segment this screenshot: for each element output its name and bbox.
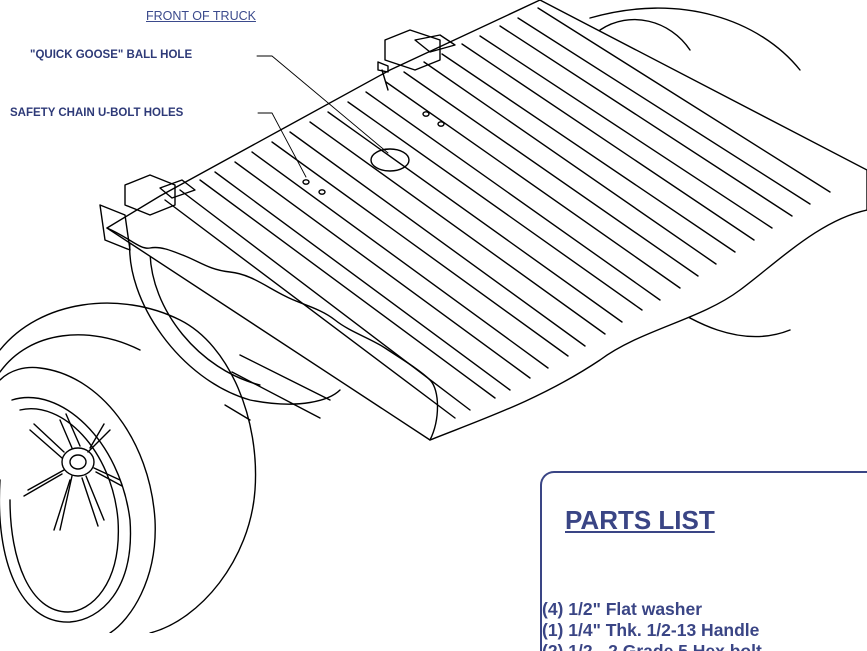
bed-corrugations [164,7,831,419]
parts-list-item: (4) 1/2" Flat washer [542,599,703,619]
safety-chain-label: SAFETY CHAIN U-BOLT HOLES [10,107,184,119]
ball-hole-label: "QUICK GOOSE" BALL HOLE [30,49,193,61]
front-of-truck-label: FRONT OF TRUCK [146,9,256,23]
parts-list-box: PARTS LIST (4) 1/2" Flat washer (1) 1/4"… [540,471,867,651]
rear-left-wheel [129,239,341,405]
deck-holes [302,111,445,195]
u-bolt-hole [318,189,326,195]
parts-list-title: PARTS LIST [565,505,715,535]
parts-list-item: (1) 1/4" Thk. 1/2-13 Handle [542,620,760,640]
ball-hole [370,148,410,172]
front-left-wheel [0,302,257,634]
u-bolt-hole [437,121,445,127]
parts-list-item: (2) 1/2 - 2 Grade 5 Hex bolt [542,641,762,651]
parts-list: (4) 1/2" Flat washer (1) 1/4" Thk. 1/2-1… [542,599,762,651]
front-brackets [99,29,456,251]
leader-lines [256,55,389,178]
u-bolt-hole [302,179,310,185]
u-bolt-hole [422,111,430,117]
bed-front-edge [106,227,439,441]
bed-deck [106,0,867,441]
diagram-drawing [0,0,867,634]
axle [224,354,331,421]
